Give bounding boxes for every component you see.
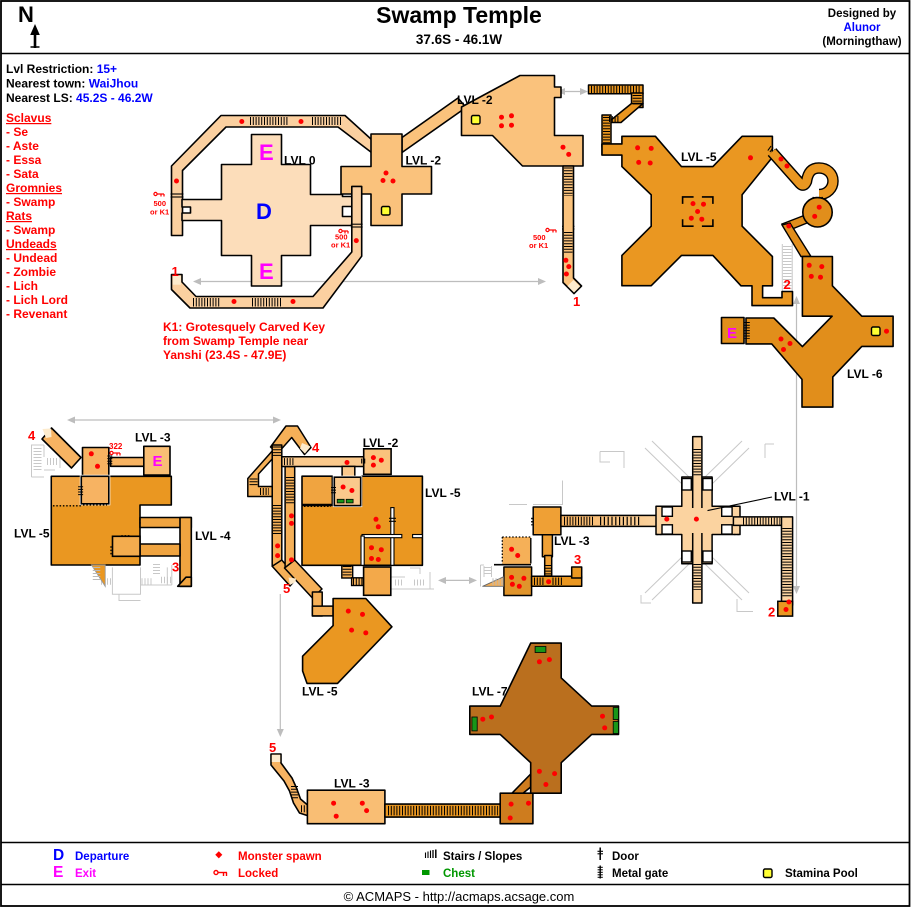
svg-text:K1: Grotesquely Carved Key: K1: Grotesquely Carved Key [163,320,325,334]
svg-text:- Swamp: - Swamp [6,223,55,237]
svg-text:(Morningthaw): (Morningthaw) [822,36,901,48]
svg-text:LVL -6: LVL -6 [847,367,883,381]
svg-text:Gromnies: Gromnies [6,181,62,195]
svg-text:LVL -4: LVL -4 [195,529,231,543]
svg-text:LVL -5: LVL -5 [425,486,461,500]
svg-text:D: D [256,199,272,224]
svg-text:Sclavus: Sclavus [6,111,52,125]
svg-text:LVL -7: LVL -7 [472,685,508,699]
svg-text:Door: Door [612,851,639,863]
svg-text:Stamina Pool: Stamina Pool [785,868,858,880]
svg-text:4: 4 [312,440,320,455]
svg-text:D: D [53,847,64,864]
svg-text:3: 3 [172,560,179,575]
svg-text:Chest: Chest [443,868,475,880]
svg-text:Nearest town: WaiJhou: Nearest town: WaiJhou [6,77,138,91]
svg-text:5: 5 [269,740,276,755]
svg-text:LVL -1: LVL -1 [774,490,810,504]
svg-text:- Sata: - Sata [6,167,39,181]
svg-text:LVL -3: LVL -3 [135,431,171,445]
svg-text:- Lich Lord: - Lich Lord [6,293,68,307]
svg-text:Alunor: Alunor [843,22,881,34]
svg-text:500: 500 [154,199,167,208]
svg-text:1: 1 [573,294,580,309]
svg-text:Yanshi (23.4S - 47.9E): Yanshi (23.4S - 47.9E) [163,348,286,362]
svg-text:- Lich: - Lich [6,279,38,293]
svg-text:- Revenant: - Revenant [6,307,67,321]
svg-text:Designed by: Designed by [828,8,897,20]
svg-text:Rats: Rats [6,209,32,223]
svg-text:N: N [18,2,34,27]
svg-text:3: 3 [574,552,581,567]
svg-text:© ACMAPS - http://acmaps.acsag: © ACMAPS - http://acmaps.acsage.com [344,889,575,904]
svg-text:500: 500 [533,233,546,242]
svg-text:2: 2 [768,605,775,620]
svg-text:LVL -3: LVL -3 [334,777,370,791]
svg-text:- Zombie: - Zombie [6,265,56,279]
svg-text:E: E [259,259,274,284]
svg-text:LVL -3: LVL -3 [554,534,590,548]
svg-text:E: E [53,864,63,881]
svg-text:Undeads: Undeads [6,237,57,251]
svg-text:- Essa: - Essa [6,153,42,167]
svg-text:Metal gate: Metal gate [612,868,668,880]
svg-text:LVL -2: LVL -2 [457,93,493,107]
svg-text:or K1: or K1 [331,241,350,250]
svg-text:322: 322 [109,442,123,451]
svg-text:37.6S - 46.1W: 37.6S - 46.1W [416,32,503,47]
svg-text:from Swamp Temple near: from Swamp Temple near [163,334,308,348]
svg-text:Nearest LS: 45.2S - 46.2W: Nearest LS: 45.2S - 46.2W [6,91,153,105]
svg-text:2: 2 [784,277,791,292]
svg-text:Stairs / Slopes: Stairs / Slopes [443,851,522,863]
svg-text:Departure: Departure [75,851,129,863]
svg-text:LVL -5: LVL -5 [14,527,50,541]
svg-text:Exit: Exit [75,868,96,880]
svg-text:E: E [259,140,274,165]
svg-text:or K1: or K1 [529,241,548,250]
svg-text:- Se: - Se [6,125,28,139]
svg-text:LVL 0: LVL 0 [284,154,316,168]
svg-text:4: 4 [28,428,36,443]
svg-text:LVL -2: LVL -2 [406,154,442,168]
svg-text:or K1: or K1 [150,208,169,217]
svg-text:LVL -2: LVL -2 [363,436,399,450]
svg-text:Monster spawn: Monster spawn [238,851,322,863]
svg-text:Lvl Restriction: 15+: Lvl Restriction: 15+ [6,62,117,76]
svg-text:E: E [153,453,163,470]
svg-text:- Aste: - Aste [6,139,39,153]
svg-text:LVL -5: LVL -5 [302,685,338,699]
svg-text:500: 500 [335,233,348,242]
svg-text:Locked: Locked [238,868,278,880]
svg-text:1: 1 [172,264,179,279]
svg-text:- Swamp: - Swamp [6,195,55,209]
svg-text:E: E [727,325,737,342]
svg-text:5: 5 [283,581,290,596]
svg-text:- Undead: - Undead [6,251,57,265]
svg-text:Swamp Temple: Swamp Temple [376,2,542,28]
svg-text:LVL -5: LVL -5 [681,150,717,164]
